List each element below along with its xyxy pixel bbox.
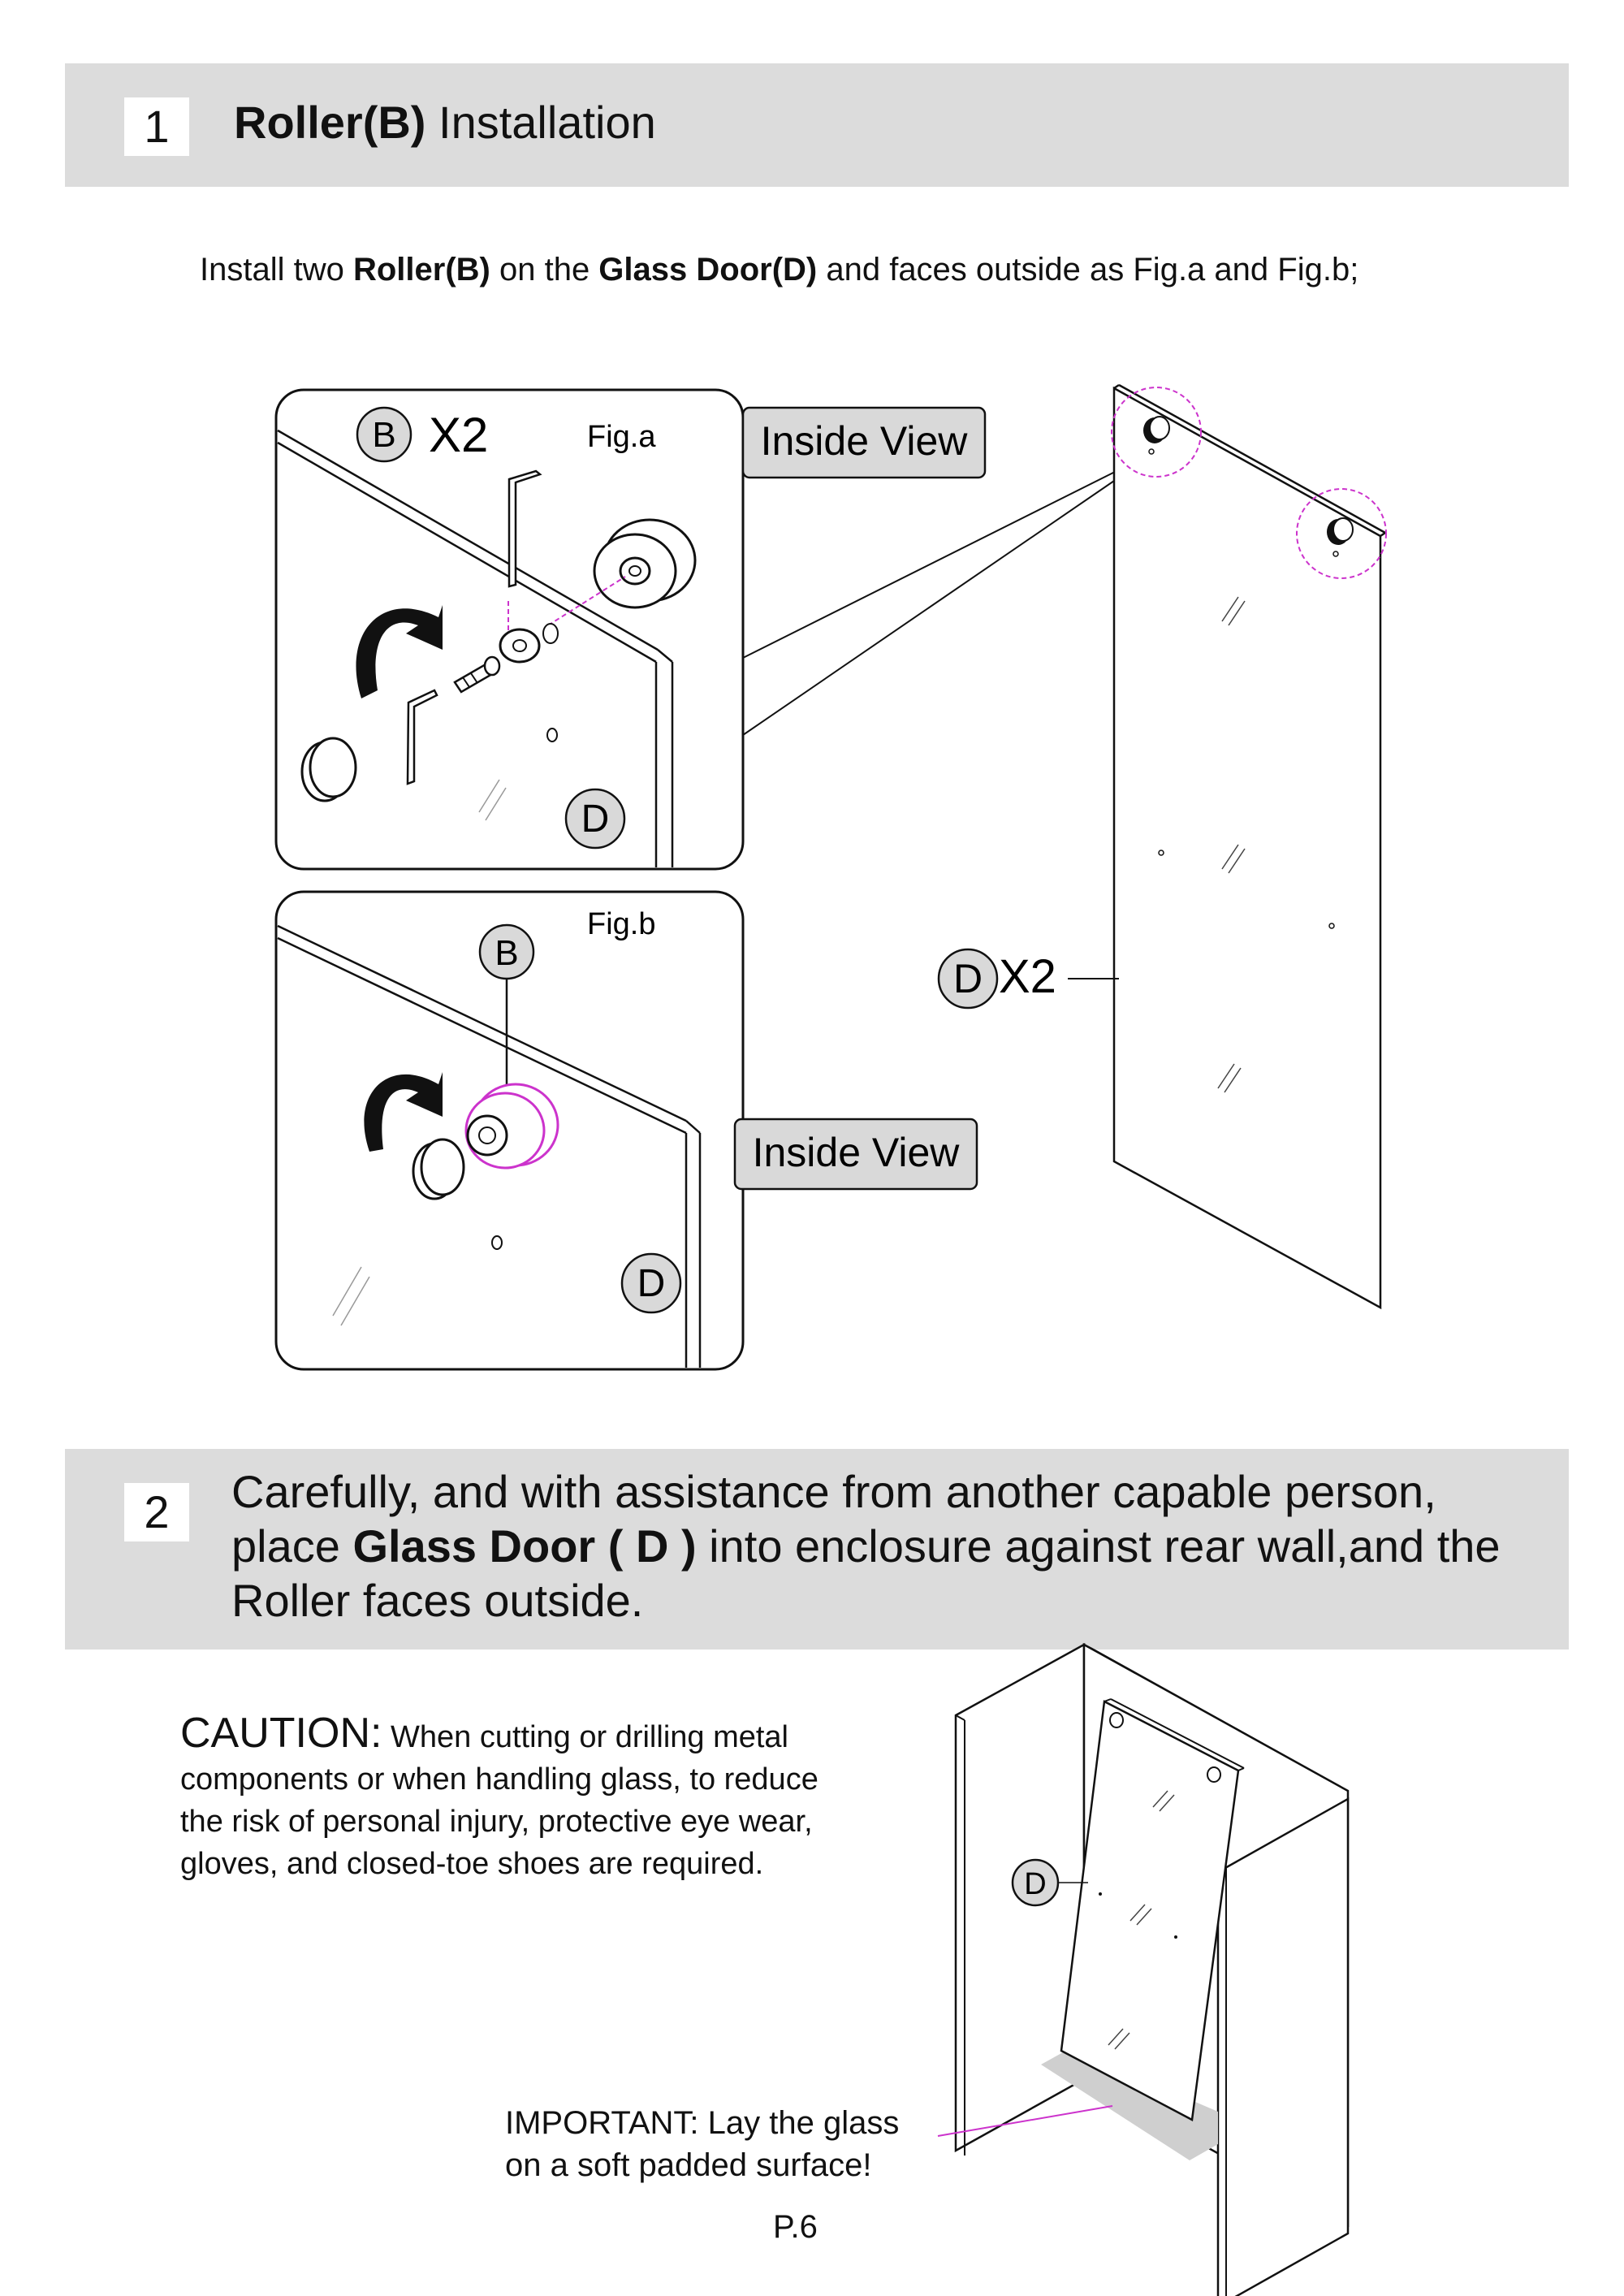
caution-line4: gloves, and closed-toe shoes are require…	[180, 1847, 764, 1881]
inside-view-tag-top	[741, 406, 987, 479]
enclosure: D	[937, 1642, 1350, 2296]
fig-b-d-label: D	[637, 1262, 666, 1305]
inside-view-text-bottom: Inside View	[753, 1130, 961, 1175]
fig-a-qty: X2	[429, 408, 488, 462]
step1-title: Roller(B) Installation	[234, 96, 656, 149]
fig-b-b-label: B	[495, 933, 518, 973]
glass-door-panel: D X2	[742, 383, 1387, 1310]
hex-key-icon	[508, 469, 542, 588]
caution-line3: the risk of personal injury, protective …	[180, 1805, 813, 1839]
fig-a-d-label: D	[581, 798, 610, 841]
step1-header-band	[65, 63, 1569, 187]
step2-line2: place Glass Door ( D ) into enclosure ag…	[231, 1519, 1547, 1573]
caution-line2: components or when handling glass, to re…	[180, 1762, 818, 1797]
fig-a-panel: B X2 Fig.a	[274, 388, 745, 871]
instruction-text-2: on the	[490, 252, 599, 288]
caution-head: CAUTION:	[180, 1710, 382, 1757]
step2-line1: Carefully, and with assistance from anot…	[231, 1466, 1436, 1517]
step2-d-circle	[1011, 1858, 1060, 1907]
important-line2: on a soft padded surface!	[505, 2147, 872, 2183]
inside-view-text-top: Inside View	[761, 418, 969, 464]
fig-b-panel: Fig.b B D	[274, 890, 745, 1371]
step2-line2-bold: Glass Door ( D )	[352, 1520, 697, 1572]
roller-icon	[593, 518, 697, 609]
fig-b-caption: Fig.b	[587, 907, 655, 941]
instruction-text-1: Install two	[200, 252, 353, 288]
rotate-arrow-icon-b	[364, 1072, 443, 1152]
step2-d-label: D	[1024, 1867, 1046, 1901]
page-number: P.6	[773, 2209, 818, 2245]
step2-line2-post: into enclosure against rear wall,and the	[696, 1520, 1501, 1572]
instruction-text-3: and faces outside as Fig.a and Fig.b;	[817, 252, 1359, 288]
important-note: IMPORTANT: Lay the glass on a soft padde…	[505, 2102, 899, 2186]
door-d-circle	[937, 948, 999, 1010]
inside-view-tag-bottom	[733, 1118, 978, 1191]
screw-icon	[453, 655, 501, 694]
step2-header-band	[65, 1449, 1569, 1650]
caution-block: CAUTION: When cutting or drilling metal …	[180, 1712, 952, 1885]
caution-line1-text: When cutting or drilling metal	[382, 1720, 789, 1754]
hex-key-icon-lower	[406, 689, 438, 785]
step1-number: 1	[124, 97, 189, 156]
important-line1: IMPORTANT: Lay the glass	[505, 2105, 900, 2141]
rotate-arrow-icon	[356, 605, 443, 698]
caution-line1: CAUTION: When cutting or drilling metal	[180, 1712, 952, 1758]
fig-b-d-circle	[620, 1252, 682, 1314]
padded-surface	[1041, 2048, 1218, 2160]
door-d-label: D	[953, 956, 983, 1001]
fig-a-b-circle	[356, 406, 412, 463]
step2-line3: Roller faces outside.	[231, 1575, 644, 1626]
door-qty: X2	[999, 950, 1056, 1003]
step2-text: Carefully, and with assistance from anot…	[231, 1464, 1547, 1628]
step1-title-bold: Roller(B)	[234, 97, 426, 148]
roller-installed-icon	[464, 1083, 559, 1170]
step1-instruction: Install two Roller(B) on the Glass Door(…	[200, 252, 1358, 288]
step2-number: 2	[124, 1483, 189, 1541]
instruction-bold-roller: Roller(B)	[352, 252, 490, 288]
fig-a-d-circle	[564, 788, 626, 850]
fig-a-b-label: B	[372, 415, 395, 455]
step2-line2-pre: place	[231, 1520, 353, 1572]
step1-title-rest: Installation	[425, 97, 656, 148]
instruction-bold-glass-door: Glass Door(D)	[598, 252, 818, 288]
fig-a-caption: Fig.a	[587, 420, 656, 454]
